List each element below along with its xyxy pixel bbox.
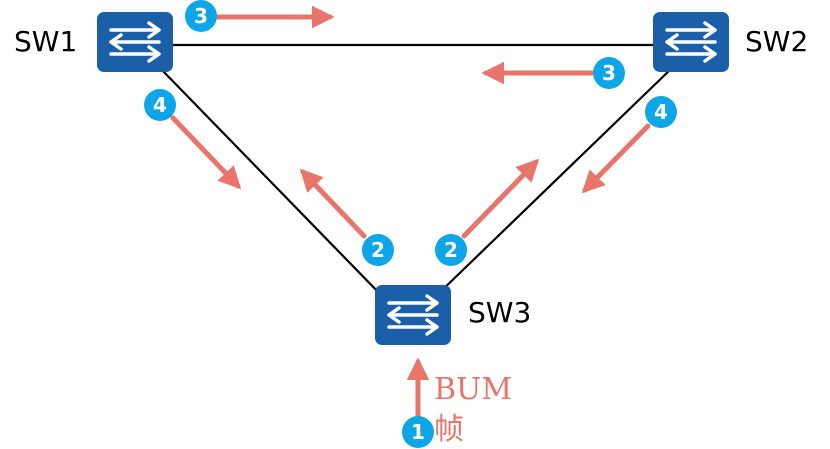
link-sw1-sw3 xyxy=(159,67,383,297)
step-badge-4a: 4 xyxy=(144,89,176,121)
step-badges: 1 2 2 3 3 4 4 xyxy=(144,0,677,448)
switch-icon xyxy=(95,10,175,74)
step-number: 4 xyxy=(153,93,167,117)
step-number-icon xyxy=(402,416,434,448)
arrow-step4-right xyxy=(581,123,651,194)
step-number-icon xyxy=(362,234,394,266)
flood-arrows xyxy=(170,5,651,419)
switch-icon xyxy=(373,283,453,347)
step-number: 4 xyxy=(654,100,668,124)
step-number: 2 xyxy=(371,238,385,262)
bum-label-line1: BUM xyxy=(434,372,512,407)
step-number-icon xyxy=(435,234,467,266)
arrow-step2-right xyxy=(461,158,540,239)
step-number: 2 xyxy=(444,238,458,262)
step-number: 3 xyxy=(194,4,208,28)
bum-frame-label: BUM 帧 xyxy=(434,372,512,447)
arrow-step4-left xyxy=(170,115,242,190)
switch-label: SW3 xyxy=(468,296,531,329)
step-number: 1 xyxy=(411,420,425,444)
link-sw2-sw3 xyxy=(435,67,673,297)
switch-icon xyxy=(651,10,731,74)
step-badge-3b: 3 xyxy=(593,57,625,89)
switch-label: SW1 xyxy=(14,25,77,58)
step-badge-3a: 3 xyxy=(185,0,217,32)
step-number-icon xyxy=(185,0,217,32)
step-badge-1: 1 xyxy=(402,416,434,448)
switch-sw1: SW1 xyxy=(14,10,175,74)
switch-sw2: SW2 xyxy=(651,10,808,74)
step-number: 3 xyxy=(602,61,616,85)
bum-label-line2: 帧 xyxy=(434,412,464,447)
step-badge-4b: 4 xyxy=(645,96,677,128)
switch-sw3: SW3 xyxy=(373,283,531,347)
arrow-step2-left xyxy=(299,168,367,239)
switch-label: SW2 xyxy=(745,25,808,58)
step-badge-2a: 2 xyxy=(362,234,394,266)
step-badge-2b: 2 xyxy=(435,234,467,266)
step-number-icon xyxy=(645,96,677,128)
step-number-icon xyxy=(144,89,176,121)
links xyxy=(159,43,673,297)
step-number-icon xyxy=(593,57,625,89)
